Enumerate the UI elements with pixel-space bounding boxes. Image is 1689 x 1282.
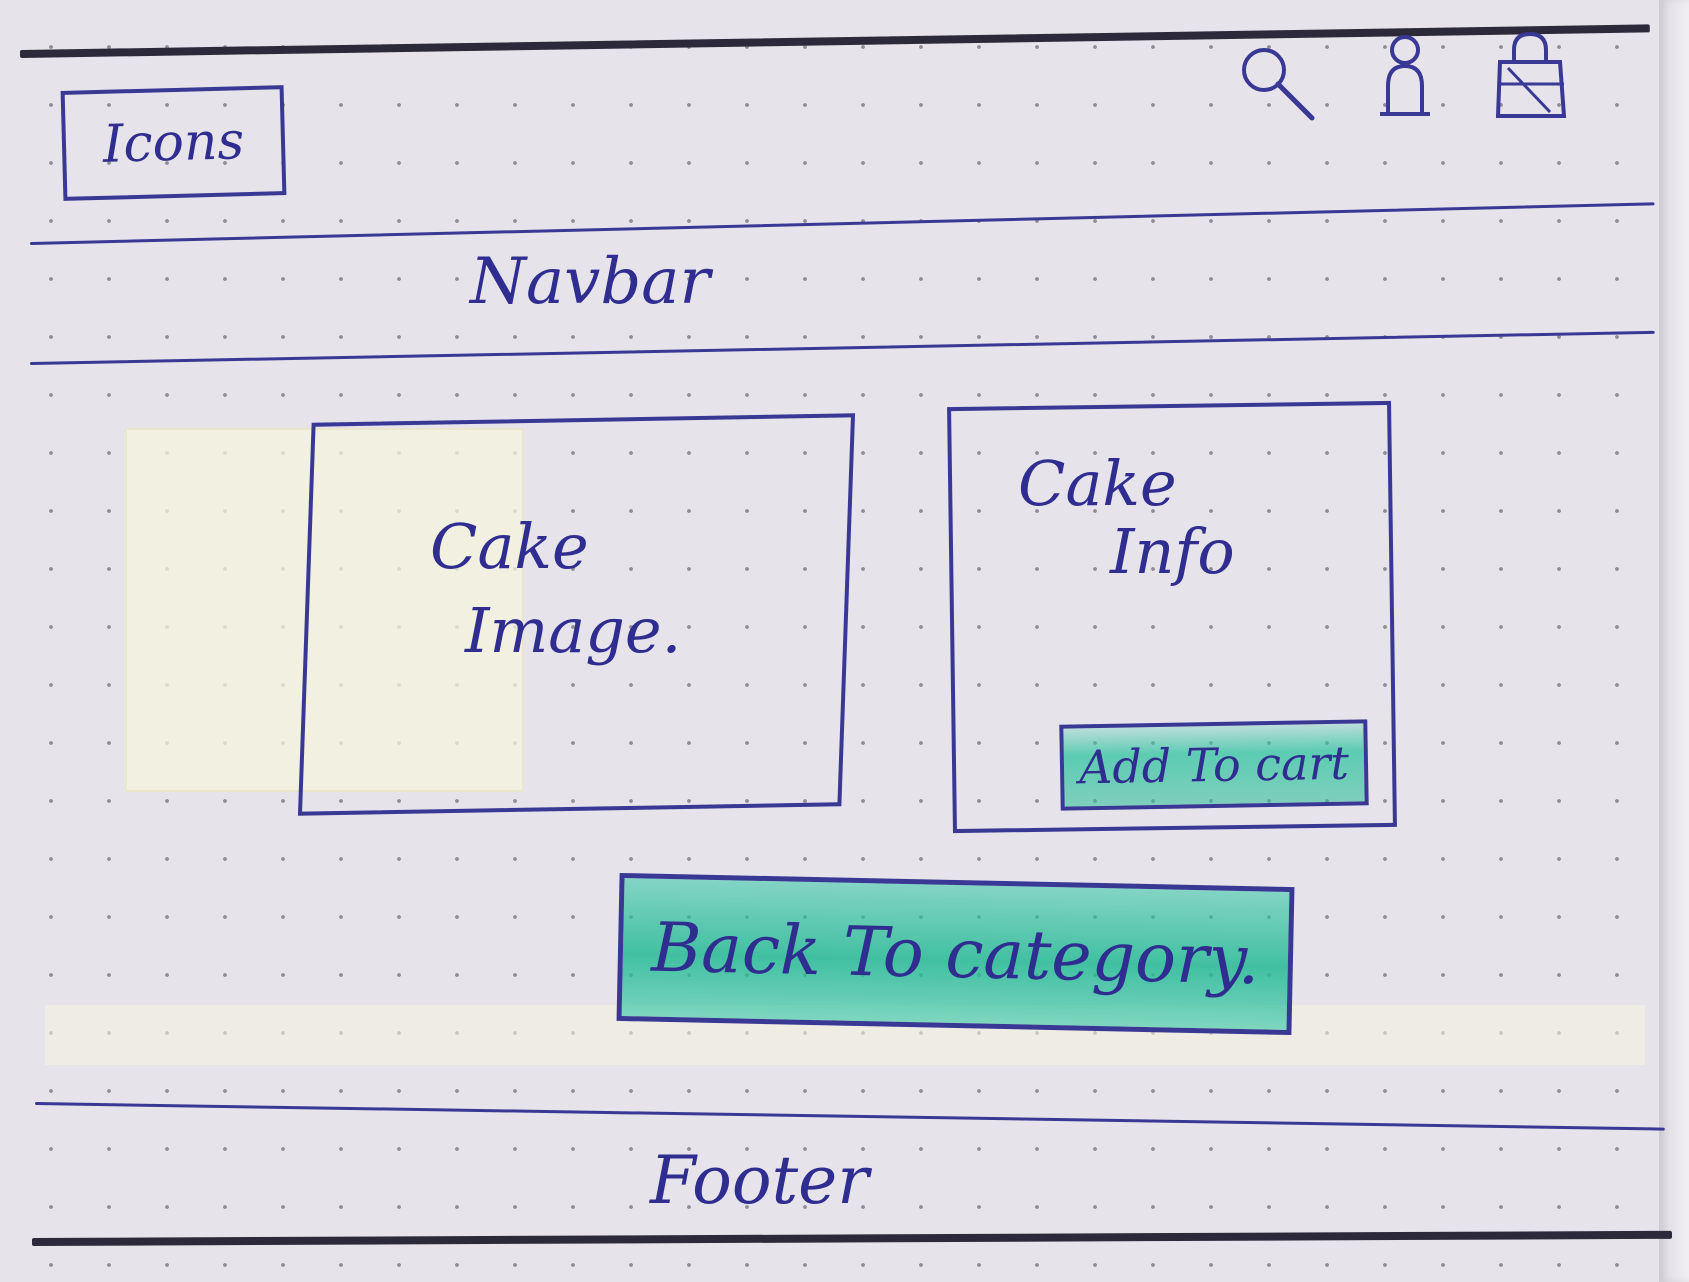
shopping-bag-icon[interactable] xyxy=(1490,28,1570,123)
back-to-category-label: Back To category. xyxy=(650,908,1261,1000)
footer-bottom-border xyxy=(31,1230,1673,1246)
footer-top-divider xyxy=(34,1102,1665,1131)
product-info-label-line1: Cake xyxy=(1018,447,1177,520)
back-to-category-button[interactable]: Back To category. xyxy=(616,872,1295,1036)
logo-label: Icons xyxy=(102,111,245,175)
product-image-label-line2: Image. xyxy=(465,593,682,667)
header-divider xyxy=(29,202,1655,245)
navbar-placeholder: Navbar xyxy=(470,245,711,319)
product-info-label-line2: Info xyxy=(1110,515,1235,589)
search-icon[interactable] xyxy=(1232,40,1322,130)
product-image-label-line1: Cake xyxy=(430,510,589,583)
add-to-cart-label: Add To cart xyxy=(1078,735,1350,795)
navbar-bottom-divider xyxy=(29,330,1655,365)
add-to-cart-button[interactable]: Add To cart xyxy=(1059,719,1369,811)
user-icon[interactable] xyxy=(1370,32,1440,122)
paper-edge xyxy=(1659,0,1689,1282)
product-image-label: Cake Image. xyxy=(430,505,760,672)
product-info-label: Cake Info xyxy=(1018,447,1268,589)
footer-placeholder: Footer xyxy=(650,1142,869,1219)
tape-residue xyxy=(125,428,524,792)
logo-placeholder[interactable]: Icons xyxy=(60,85,287,201)
